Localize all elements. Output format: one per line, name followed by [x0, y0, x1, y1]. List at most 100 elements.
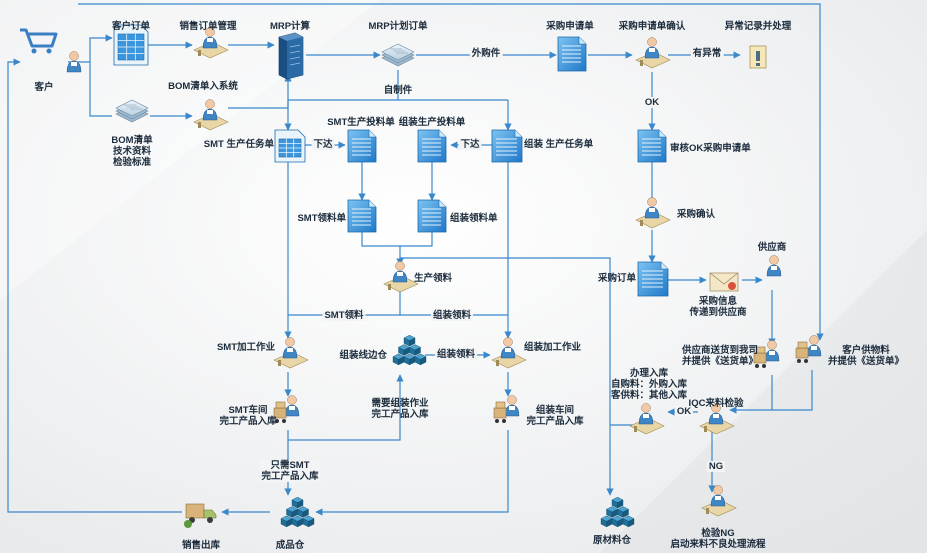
asm-pick-list-label: 组装生产投料单 [398, 117, 466, 128]
smt-wh-cart-icon [284, 395, 300, 417]
receive-in-label: 办理入库自购料：外购入库客供料：其他入库 [611, 368, 687, 401]
asm-processing-person-icon [491, 337, 527, 369]
purchase-info-label-line: 采购信息 [698, 296, 738, 307]
supplier-delivery-cart-icon [764, 340, 780, 362]
has-exception-label: 有异常 [690, 48, 724, 59]
finished-wh-label: 成品仓 [275, 540, 305, 551]
smt-req-doc-icon [347, 199, 377, 233]
smt-processing-label: SMT加工作业 [216, 342, 275, 353]
iqc-label: IQC来料检验 [688, 398, 744, 409]
smt-wh-in-label: SMT车间完工产品入库 [219, 405, 276, 427]
exception-record-label: 异常记录并处理 [724, 21, 792, 32]
purchase-request-doc-icon [557, 36, 587, 72]
ng-flow-label-line: 启动来料不良处理流程 [670, 539, 766, 550]
supplier-delivery-cart-icon-cart [753, 346, 767, 368]
receive-in-label-line: 自购料：外购入库 [610, 379, 688, 390]
ok2-label: OK [674, 406, 694, 417]
line-smtreq-picking [361, 232, 404, 266]
purchase-info-label-line: 传递到供应商 [689, 307, 747, 318]
receive-in-person-icon [629, 403, 665, 435]
issue1-label: 下达 [311, 139, 335, 150]
asm-req-doc-icon [417, 199, 447, 233]
asm-wh-cart-icon-cart [493, 401, 507, 423]
bom-docs-label-line: 检验标准 [112, 157, 152, 168]
customer-order-doc-icon [113, 24, 149, 66]
smt-only-label-line: 只需SMT [270, 460, 310, 471]
raw-wh-cubes-icon [600, 496, 635, 528]
smt-task-label: SMT 生产任务单 [203, 139, 274, 150]
asm-picking2-label: 组装领料 [434, 349, 478, 360]
bom-docs-label-line: 技术资料 [112, 146, 152, 157]
customer-material-label-line: 客户供物料 [842, 345, 890, 356]
supplier-label: 供应商 [757, 242, 787, 253]
line-picking-raw [400, 257, 614, 496]
smt-material-req-label: SMT领料单 [297, 213, 346, 224]
smt-only-label-line: 完工产品入库 [261, 471, 319, 482]
customer-material-cart-icon [806, 335, 822, 357]
customer-person-icon [66, 51, 82, 73]
smt-wh-cart-icon-cart [273, 401, 287, 423]
line-custmat-iqc [772, 370, 813, 411]
need-asm-label-line: 需要组装作业 [371, 398, 429, 409]
approve-request-doc-icon [637, 129, 667, 163]
asm-picking-label: 组装领料 [430, 310, 474, 321]
smt-wh-in-label-line: SMT车间 [228, 405, 268, 416]
smt-pick-doc-icon [347, 129, 377, 163]
exception-doc-icon [749, 45, 767, 69]
asm-wh-in-label-line: 完工产品入库 [526, 416, 584, 427]
sales-out-label: 销售出库 [181, 540, 221, 551]
asm-task-label: 组装 生产任务单 [524, 139, 594, 150]
customer-material-label-line: 并提供《送货单》 [827, 356, 905, 367]
bom-docs-label: BOM清单技术资料检验标准 [111, 135, 152, 168]
ok1-label: OK [642, 97, 662, 108]
asm-side-wh-label: 组装线边仓 [339, 350, 387, 361]
line-customer-bom [89, 62, 112, 117]
receive-in-label-line: 客供料：其他入库 [610, 390, 688, 401]
line-top-loop [78, 3, 824, 341]
smt-processing-person-icon [273, 337, 309, 369]
issue2-label: 下达 [458, 139, 482, 150]
asm-wh-in-label: 组装车间完工产品入库 [526, 405, 583, 427]
asm-task-doc-icon [491, 129, 523, 163]
smt-wh-in-label-line: 完工产品入库 [219, 416, 277, 427]
production-picking-person-icon [383, 261, 419, 293]
customer-material-label: 客户供物料并提供《送货单》 [828, 345, 904, 367]
sales-out-truck-icon [184, 503, 217, 528]
mrp-plan-papers-icon [381, 43, 415, 67]
connector-lines [7, 3, 824, 516]
mrp-server-icon [278, 32, 304, 80]
approve-request-label: 审核OK采购申请单 [670, 143, 751, 154]
ng-label: NG [706, 461, 726, 472]
iqc-person-icon [699, 403, 735, 435]
line-sales-customer [7, 58, 182, 513]
mrp-calc-label: MRP计算 [269, 21, 311, 32]
purchase-info-label: 采购信息传递到供应商 [689, 296, 746, 318]
purchase-confirm-person-icon [635, 37, 671, 69]
production-picking-label: 生产领料 [414, 273, 453, 284]
line-smtwh-side [288, 374, 404, 441]
asm-side-wh-cubes-icon [392, 334, 427, 366]
line-customer-order [68, 34, 113, 63]
purchase-confirm2-person-icon [635, 197, 671, 229]
supplier-person-icon [766, 255, 782, 277]
sales-order-person-icon [193, 27, 229, 59]
need-asm-label: 需要组装作业完工产品入库 [371, 398, 428, 420]
smt-pick-list-label: SMT生产投料单 [327, 117, 395, 128]
asm-processing-label: 组装加工作业 [524, 342, 582, 353]
asm-material-req-label: 组装领料单 [450, 213, 498, 224]
asm-wh-in-label-line: 组装车间 [535, 405, 575, 416]
customer-material-cart-icon-cart [795, 341, 809, 363]
asm-pick-doc-icon [417, 129, 447, 163]
ng-flow-label-line: 检验NG [701, 528, 735, 539]
outsourced-label: 外购件 [469, 48, 503, 59]
mrp-plan-order-label: MRP计划订单 [368, 21, 428, 32]
ng-person-icon [701, 485, 737, 517]
line-asmreq-picking [400, 232, 433, 247]
raw-wh-label: 原材料仓 [592, 535, 632, 546]
bom-input-person-icon [193, 99, 229, 131]
smt-picking-label: SMT领料 [322, 310, 366, 321]
